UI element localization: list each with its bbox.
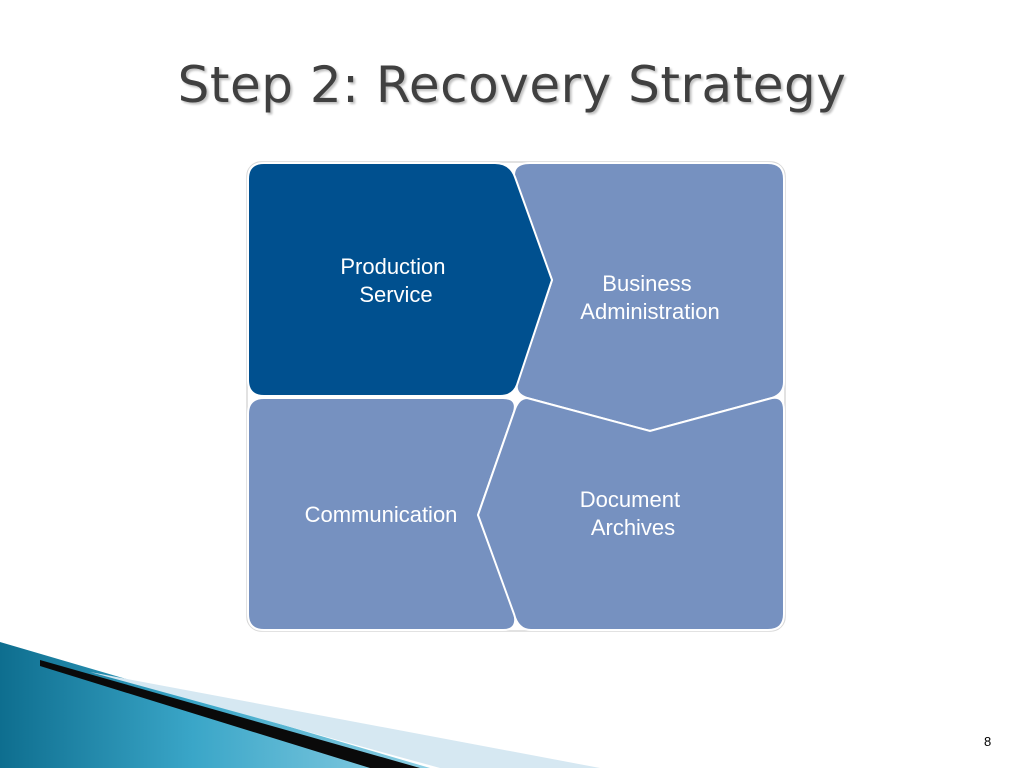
label-production-service: Production Service: [340, 254, 451, 307]
label-communication: Communication: [305, 502, 458, 527]
segment-communication[interactable]: [247, 397, 517, 631]
label-production-service-line1: Production: [340, 254, 445, 279]
label-communication-line1: Communication: [305, 502, 458, 527]
black-stripe: [40, 660, 420, 768]
light-blue-wedge: [90, 672, 600, 768]
segment-production-service[interactable]: [247, 162, 554, 397]
label-production-service-line2: Service: [359, 282, 432, 307]
label-business-administration-line2: Administration: [580, 299, 719, 324]
label-document-archives-line1: Document: [580, 487, 680, 512]
label-business-administration: Business Administration: [580, 271, 719, 324]
label-document-archives-line2: Archives: [591, 515, 675, 540]
page-number: 8: [984, 734, 992, 749]
label-document-archives: Document Archives: [580, 487, 686, 540]
label-business-administration-line1: Business: [602, 271, 691, 296]
segment-business-administration[interactable]: [513, 162, 785, 433]
slide-title: Step 2: Recovery Strategy: [177, 56, 847, 114]
segment-document-archives[interactable]: [476, 396, 785, 631]
